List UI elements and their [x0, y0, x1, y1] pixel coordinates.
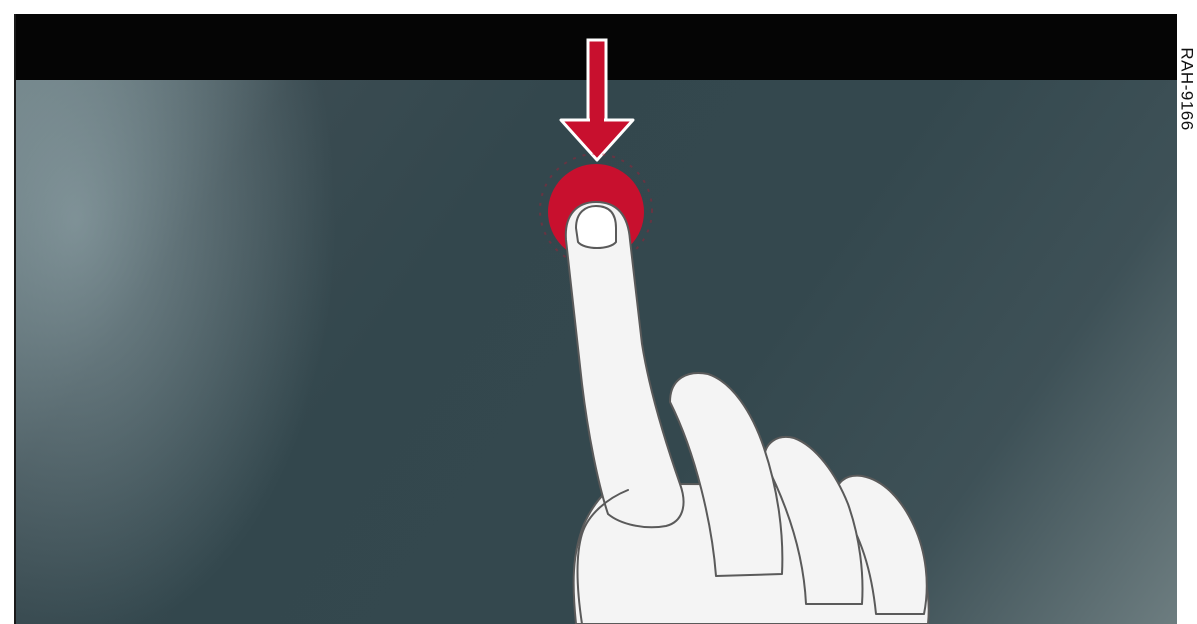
touchscreen	[16, 14, 1177, 624]
figure-frame	[14, 14, 1177, 624]
figure-code-label: RAH-9166	[1177, 14, 1197, 164]
pointing-hand-icon	[566, 202, 929, 624]
arrow-down-icon	[561, 40, 633, 160]
figure-code-text: RAH-9166	[1177, 47, 1197, 130]
touch-illustration	[16, 14, 1177, 624]
